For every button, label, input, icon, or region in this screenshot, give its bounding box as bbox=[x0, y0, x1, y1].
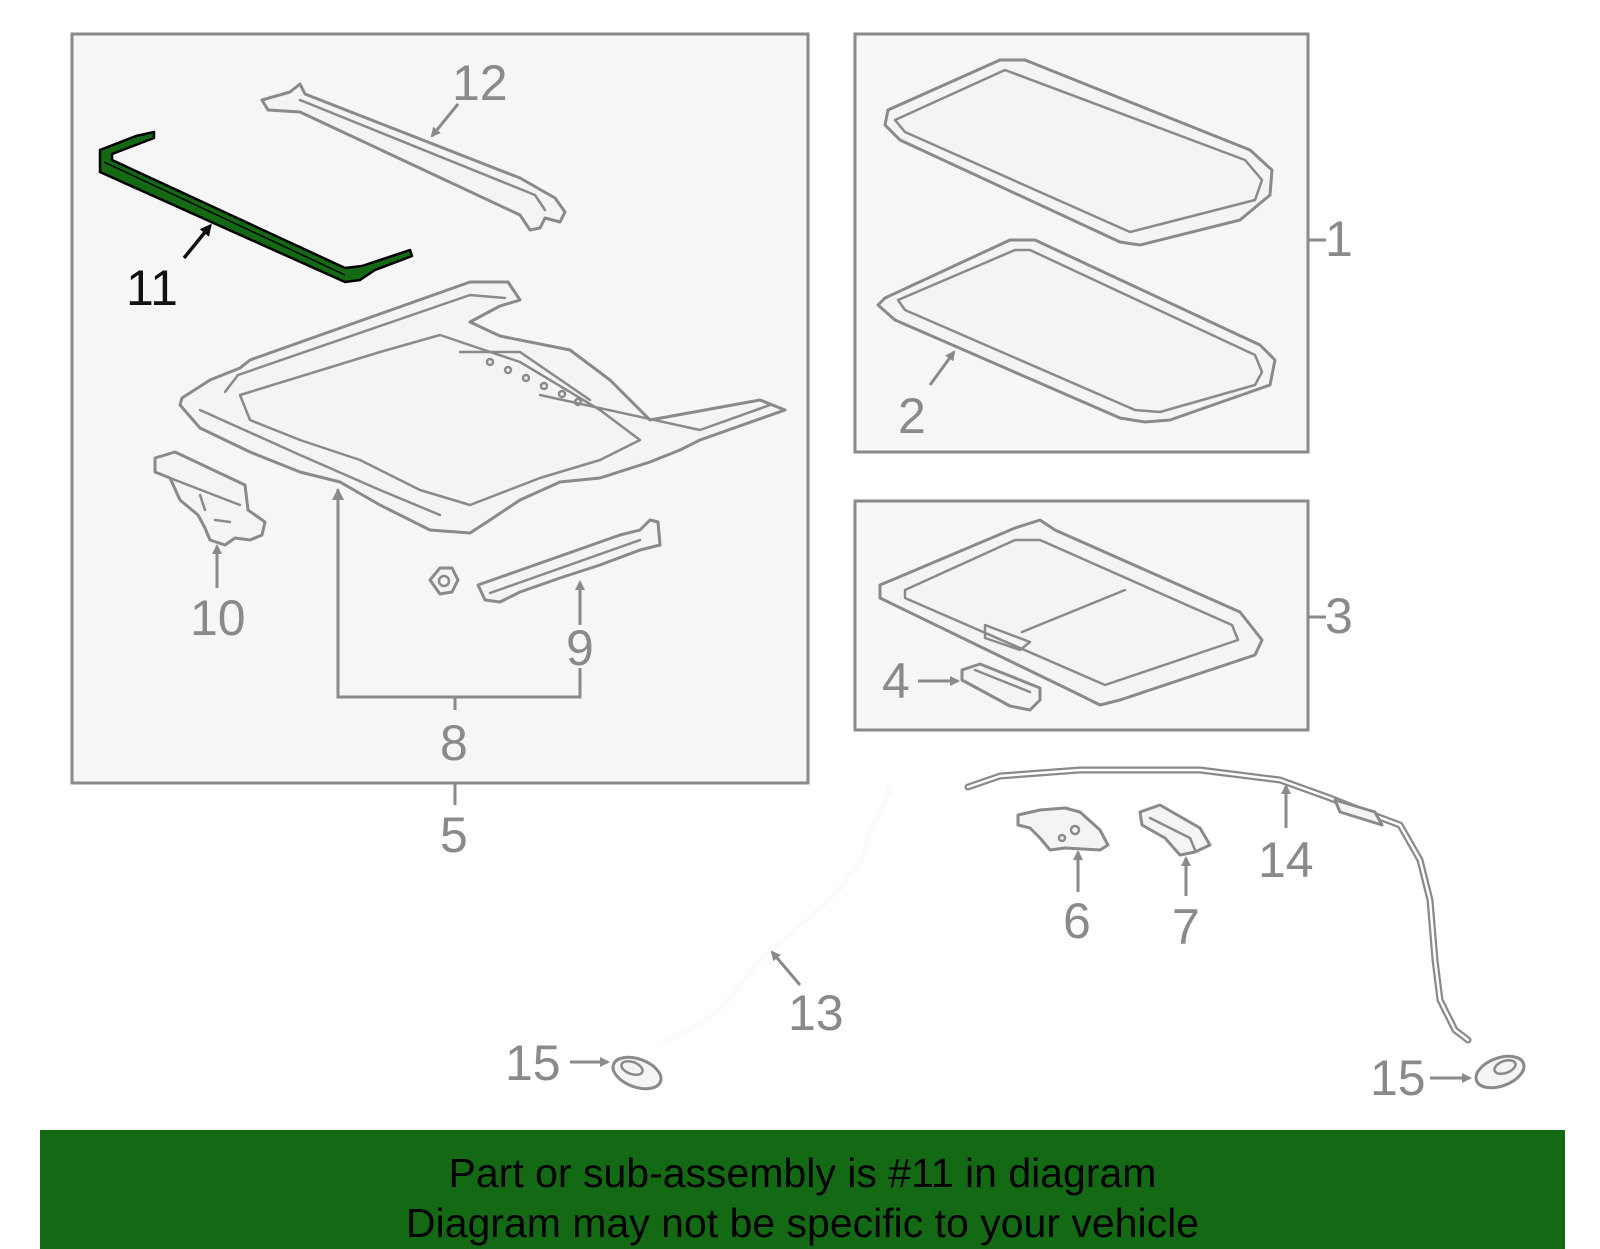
part-15-grommet-right[interactable] bbox=[1472, 1050, 1529, 1093]
part-13-front-drain-hose[interactable] bbox=[658, 784, 892, 1047]
callout-2: 2 bbox=[898, 388, 926, 444]
part-1-glass-panel[interactable] bbox=[883, 58, 1274, 247]
leader-13 bbox=[770, 950, 802, 986]
part-9-guide-rail[interactable] bbox=[476, 518, 662, 604]
part-4-handle[interactable] bbox=[960, 662, 1042, 712]
part-8-sunroof-frame[interactable] bbox=[178, 280, 787, 535]
callout-9: 9 bbox=[566, 620, 594, 676]
part-9-clip[interactable] bbox=[428, 566, 460, 596]
callout-5: 5 bbox=[440, 807, 468, 863]
callout-6: 6 bbox=[1063, 893, 1091, 949]
callout-15-left: 15 bbox=[505, 1035, 561, 1091]
part-11-seal-strip[interactable] bbox=[98, 130, 414, 284]
leader-12 bbox=[430, 103, 460, 138]
part-12-rear-trim[interactable] bbox=[260, 82, 567, 232]
callout-7: 7 bbox=[1172, 899, 1200, 955]
leader-8-arrow bbox=[332, 488, 344, 500]
banner-line-1: Part or sub-assembly is #11 in diagram bbox=[448, 1150, 1157, 1196]
callout-8: 8 bbox=[440, 715, 468, 771]
leader-2 bbox=[928, 350, 956, 386]
leader-11 bbox=[182, 223, 212, 260]
banner-line-2: Diagram may not be specific to your vehi… bbox=[405, 1200, 1199, 1246]
callout-13: 13 bbox=[788, 985, 844, 1041]
leader-8 bbox=[336, 489, 582, 699]
part-2-glass-seal[interactable] bbox=[876, 238, 1277, 424]
part-14-rear-drain-hose[interactable] bbox=[964, 766, 1472, 1044]
callout-1: 1 bbox=[1325, 211, 1353, 267]
callout-4: 4 bbox=[882, 653, 910, 709]
callout-3: 3 bbox=[1325, 588, 1353, 644]
callout-11: 11 bbox=[126, 260, 178, 316]
callout-10: 10 bbox=[190, 590, 246, 646]
part-15-grommet-left[interactable] bbox=[609, 1051, 666, 1094]
part-6-bracket[interactable] bbox=[1016, 806, 1110, 852]
callout-12: 12 bbox=[452, 55, 508, 111]
part-3-sunshade[interactable] bbox=[878, 518, 1264, 707]
info-banner: Part or sub-assembly is #11 in diagram D… bbox=[40, 1130, 1565, 1249]
callout-15-right: 15 bbox=[1370, 1050, 1426, 1106]
part-10-bracket[interactable] bbox=[153, 450, 267, 547]
part-7-pad[interactable] bbox=[1138, 803, 1212, 857]
callout-14: 14 bbox=[1258, 832, 1314, 888]
